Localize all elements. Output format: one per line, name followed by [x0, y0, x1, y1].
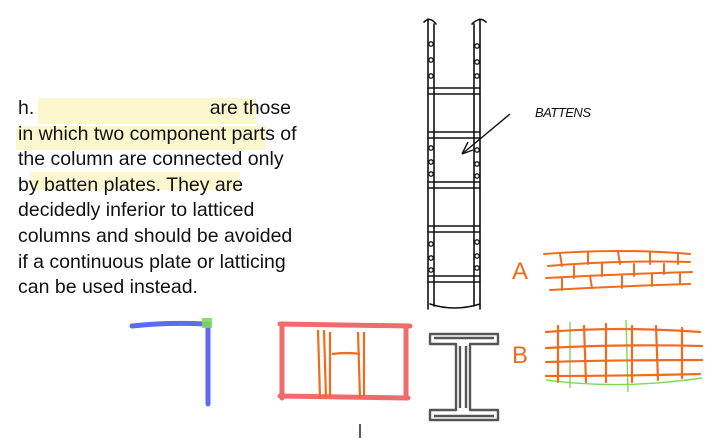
paragraph-line-2: in which two component parts of [18, 122, 297, 145]
grid-sketch-b [544, 319, 704, 393]
highlight-blank [38, 98, 256, 124]
angle-section-sketch [129, 318, 212, 407]
paragraph-line-4: by batten plates. They are [18, 173, 244, 196]
battens-callout: BATTENS [535, 105, 591, 120]
ibeam-section-sketch [428, 332, 500, 422]
definition-paragraph: h. are those in which two component part… [18, 96, 348, 301]
highlight-line2 [16, 126, 266, 150]
paragraph-line-1: h. are those [18, 96, 348, 122]
brick-sketch-a [543, 250, 693, 291]
label-a: A [512, 258, 529, 285]
batten-column-sketch [423, 18, 511, 310]
line1-tail: are those [209, 97, 291, 119]
highlight-line4 [30, 172, 240, 190]
slide-canvas: h. are those in which two component part… [16, 18, 704, 438]
paragraph-line-3: the column are connected only [18, 148, 284, 171]
channel-section-sketch [277, 321, 413, 438]
paragraph-line-7: if a continuous plate or latticing [18, 250, 286, 273]
item-letter: h. [18, 97, 35, 119]
paragraph-line-8: can be used instead. [18, 276, 198, 299]
label-b: B [512, 342, 529, 369]
paragraph-line-5: decidedly inferior to latticed [18, 199, 255, 222]
paragraph-line-6: columns and should be avoided [18, 224, 293, 247]
